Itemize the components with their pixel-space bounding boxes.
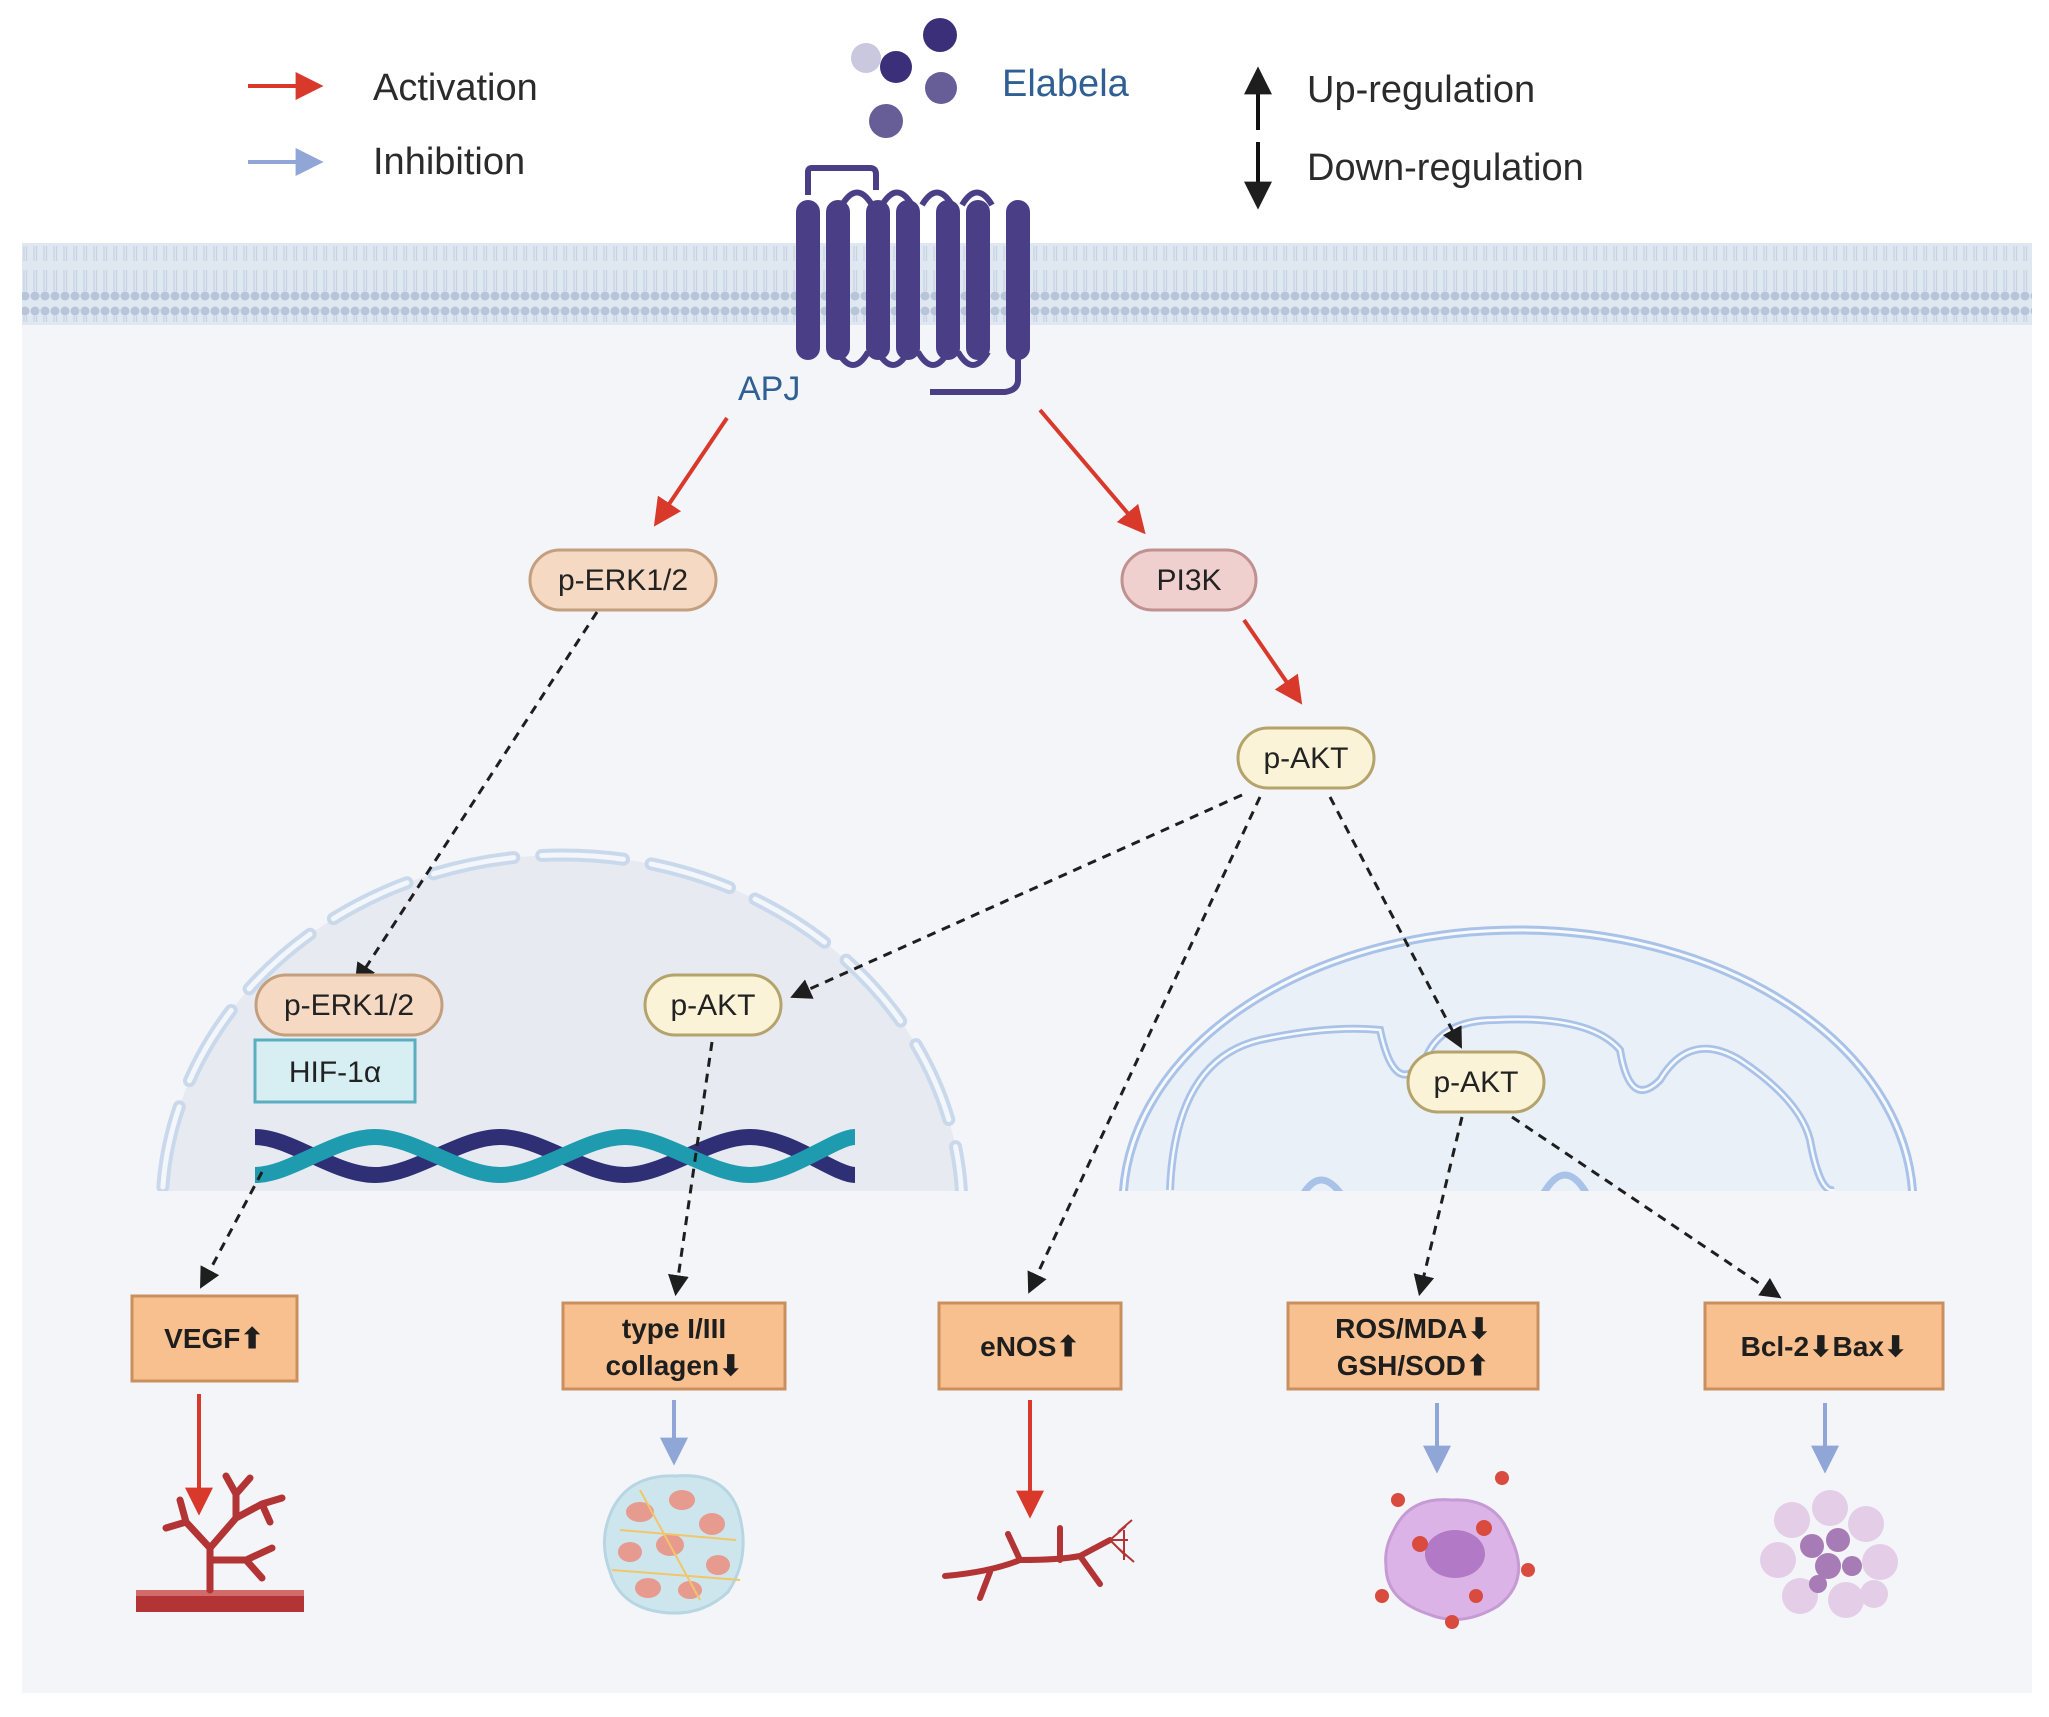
svg-text:collagen⬇: collagen⬇ (605, 1350, 742, 1381)
dna-helix (254, 1128, 857, 1184)
arrow-nucleus-to-vegf (200, 1171, 264, 1289)
blood-vessel-sprouting-icon (136, 1472, 304, 1612)
svg-text:HIF-1α: HIF-1α (289, 1056, 381, 1089)
svg-text:eNOS⬆: eNOS⬆ (980, 1331, 1080, 1362)
node-p-akt-mitochondria: p-AKT (1406, 1050, 1546, 1114)
node-p-akt-cytoplasm: p-AKT (1236, 726, 1376, 790)
arrow-pakt-to-nuclear-pakt (790, 793, 1243, 999)
arrow-mito-pakt-to-ros (1413, 1116, 1464, 1297)
elabela-ligand-icon (851, 18, 957, 138)
node-hif-1a: HIF-1α (253, 1038, 417, 1104)
arrow-mito-pakt-to-bcl (1511, 1115, 1782, 1299)
legend-inhibition-label: Inhibition (373, 141, 525, 183)
outcome-enos: eNOS⬆ (937, 1301, 1123, 1391)
svg-text:PI3K: PI3K (1156, 564, 1221, 597)
svg-text:p-AKT: p-AKT (1263, 742, 1348, 775)
node-pi3k: PI3K (1120, 548, 1258, 612)
apoptotic-cell-icon (1760, 1490, 1898, 1618)
svg-text:Bcl-2⬇Bax⬇: Bcl-2⬇Bax⬇ (1741, 1331, 1908, 1362)
oxidative-stress-cell-icon (1375, 1471, 1535, 1629)
svg-text:p-ERK1/2: p-ERK1/2 (558, 564, 688, 597)
arrow-apj-to-pi3k (1038, 408, 1146, 535)
legend-activation-label: Activation (373, 67, 538, 109)
outcome-ros-gsh: ROS/MDA⬇ GSH/SOD⬆ (1286, 1301, 1540, 1391)
arrow-apj-to-perk (653, 416, 729, 527)
svg-text:p-AKT: p-AKT (670, 989, 755, 1022)
svg-text:p-AKT: p-AKT (1433, 1066, 1518, 1099)
svg-text:ROS/MDA⬇: ROS/MDA⬇ (1335, 1313, 1491, 1344)
node-p-akt-nucleus: p-AKT (643, 973, 783, 1037)
legend-up-regulation-label: Up-regulation (1307, 69, 1535, 111)
arrow-nuclear-pakt-to-collagen (668, 1041, 714, 1297)
svg-text:VEGF⬆: VEGF⬆ (164, 1323, 264, 1354)
fibrotic-tissue-icon (602, 1474, 745, 1615)
nucleus (156, 848, 968, 1191)
outcome-collagen: type I/III collagen⬇ (561, 1301, 787, 1391)
outcome-vegf: VEGF⬆ (130, 1294, 299, 1383)
apj-label: APJ (738, 370, 800, 408)
arrow-pi3k-to-pakt (1242, 618, 1303, 705)
vessel-branch-icon (942, 1519, 1135, 1601)
legend-down-regulation-label: Down-regulation (1307, 147, 1584, 189)
svg-text:p-ERK1/2: p-ERK1/2 (284, 989, 414, 1022)
elabela-label: Elabela (1002, 63, 1130, 105)
node-p-erk-nucleus: p-ERK1/2 (254, 973, 444, 1037)
outcome-bcl2-bax: Bcl-2⬇Bax⬇ (1703, 1301, 1945, 1391)
node-p-erk-cytoplasm: p-ERK1/2 (528, 548, 718, 612)
legend: Activation Inhibition Up-regulation Down… (248, 66, 1584, 210)
cytoplasm-lower (22, 1191, 2032, 1693)
svg-text:type I/III: type I/III (622, 1313, 726, 1344)
arrow-pakt-to-enos (1027, 796, 1262, 1294)
apj-receptor-icon (796, 165, 1030, 395)
svg-text:GSH/SOD⬆: GSH/SOD⬆ (1337, 1350, 1490, 1381)
